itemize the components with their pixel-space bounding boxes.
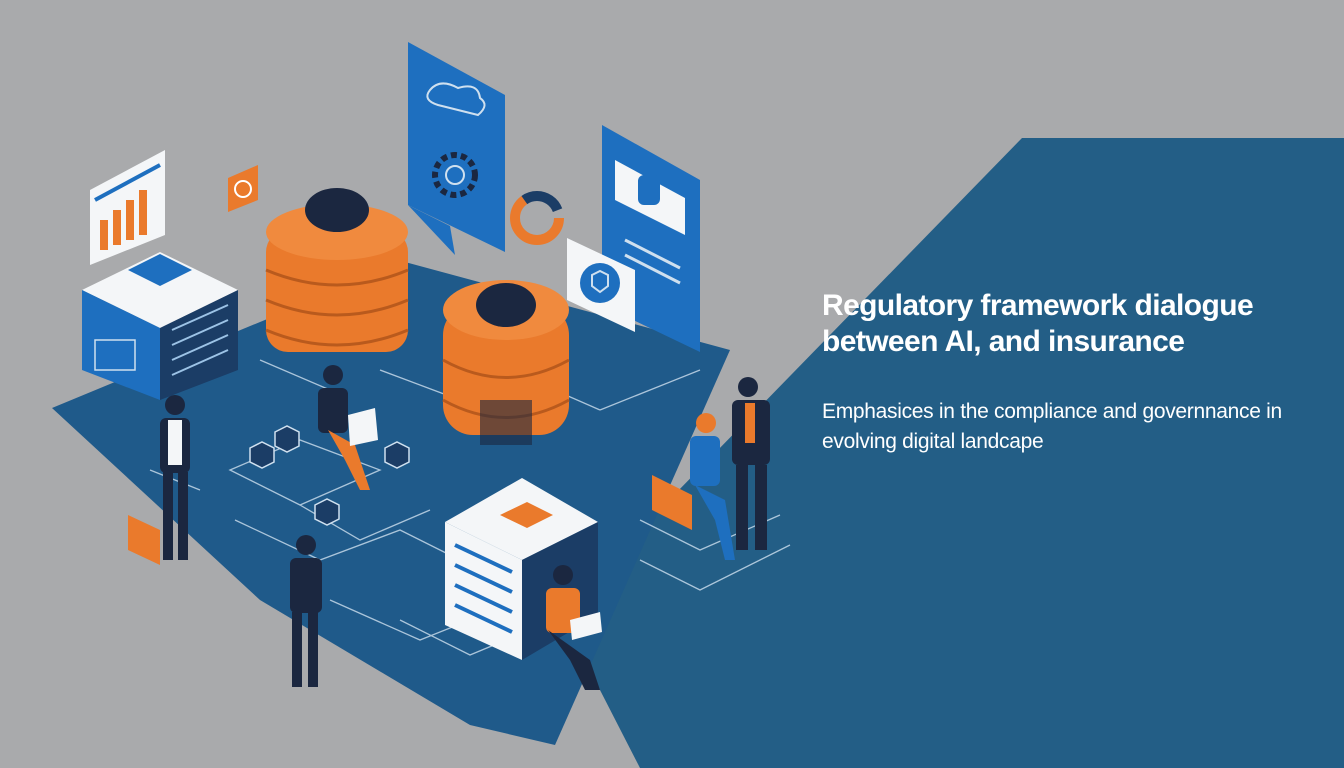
person-seated-laptop [318, 365, 378, 490]
storage-stack [265, 188, 409, 352]
circuit-lines [149, 359, 791, 656]
cloud-icon [426, 82, 486, 117]
network-nodes [249, 425, 410, 526]
bar-chart-icon [90, 150, 165, 265]
shield-icon [567, 238, 635, 332]
database-drum [442, 280, 570, 445]
person-standing-left [160, 395, 190, 560]
server-left [82, 252, 238, 400]
person-seated-tablet [546, 565, 602, 690]
donut-chart-icon [510, 191, 564, 245]
person-woman-seated [690, 413, 735, 560]
person-standing-front [290, 535, 322, 687]
subline-text: Emphasices in the compliance and governn… [822, 400, 1282, 453]
ai-card-tall [408, 42, 505, 255]
tablet-orange [128, 515, 160, 565]
gear-icon [432, 152, 478, 198]
at-sign-icon [228, 165, 258, 212]
laptop-orange [652, 475, 692, 530]
headline-title: Regulatory framework dialogue between AI… [822, 289, 1254, 358]
person-man-standing-right [732, 377, 770, 550]
text-panel [560, 138, 1344, 768]
